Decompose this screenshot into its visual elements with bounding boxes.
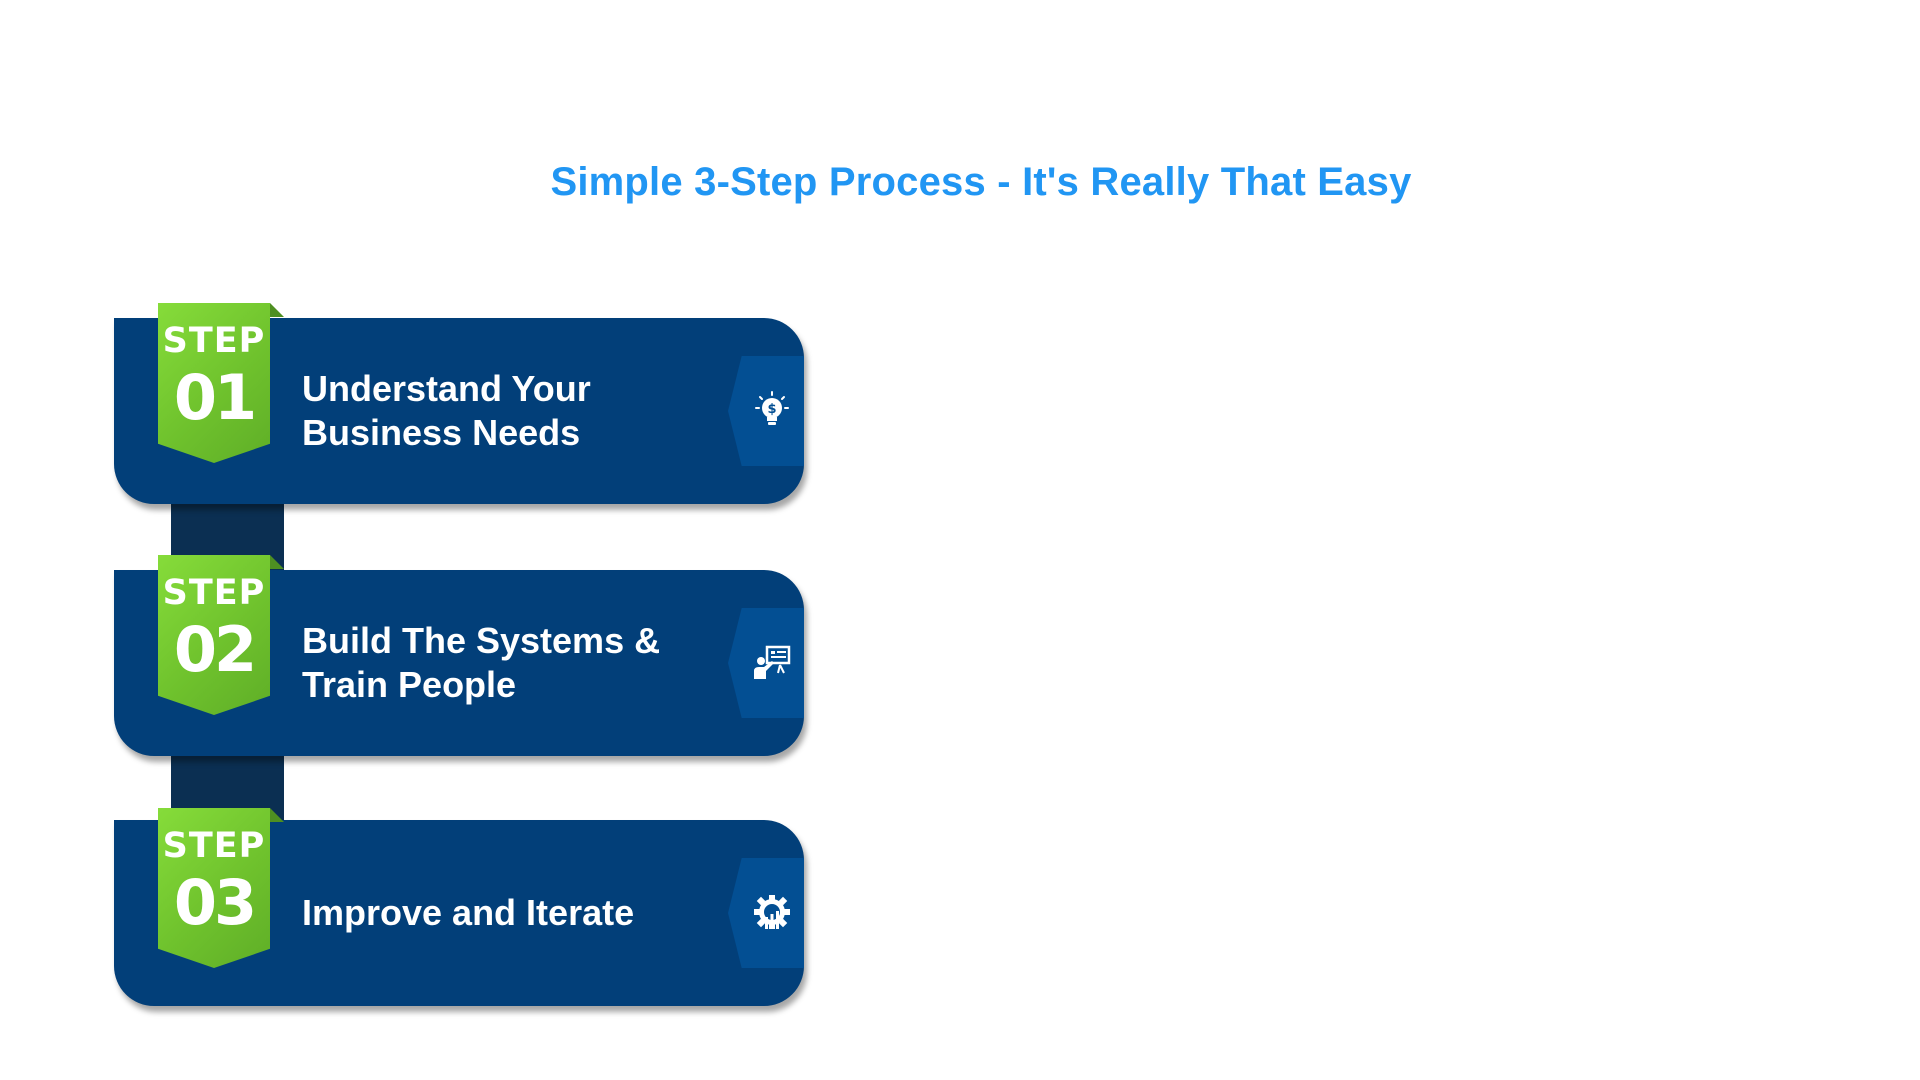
step-badge-3: STEP 03 [158,808,270,968]
step-text-line: Understand Your [302,368,591,409]
step-label: STEP [162,573,266,613]
step-text-line: Build The Systems & [302,620,661,661]
icon-tab [728,858,804,968]
training-presentation-icon [754,645,791,679]
step-text: Build The Systems & Train People [302,619,682,707]
step-label: STEP [162,321,266,361]
step-number: 02 [173,613,257,686]
step-badge-1: STEP 01 [158,303,270,463]
step-text: Improve and Iterate [302,891,682,935]
step-text-line: Business Needs [302,412,581,453]
step-badge-2: STEP 02 [158,555,270,715]
step-label: STEP [162,826,266,866]
badge-fold [270,303,284,317]
step-text-line: Improve and Iterate [302,892,635,933]
lightbulb-dollar-icon: $ [755,391,789,425]
page-title: Simple 3-Step Process - It's Really That… [550,160,1412,204]
icon-tab [728,608,804,718]
step-text-line: Train People [302,664,517,705]
step-text: Understand Your Business Needs [302,367,682,455]
gear-growth-icon [754,895,790,929]
step-number: 01 [173,361,257,434]
icon-tab: $ [728,356,804,466]
step-number: 03 [173,866,257,939]
svg-text:$: $ [767,402,776,417]
